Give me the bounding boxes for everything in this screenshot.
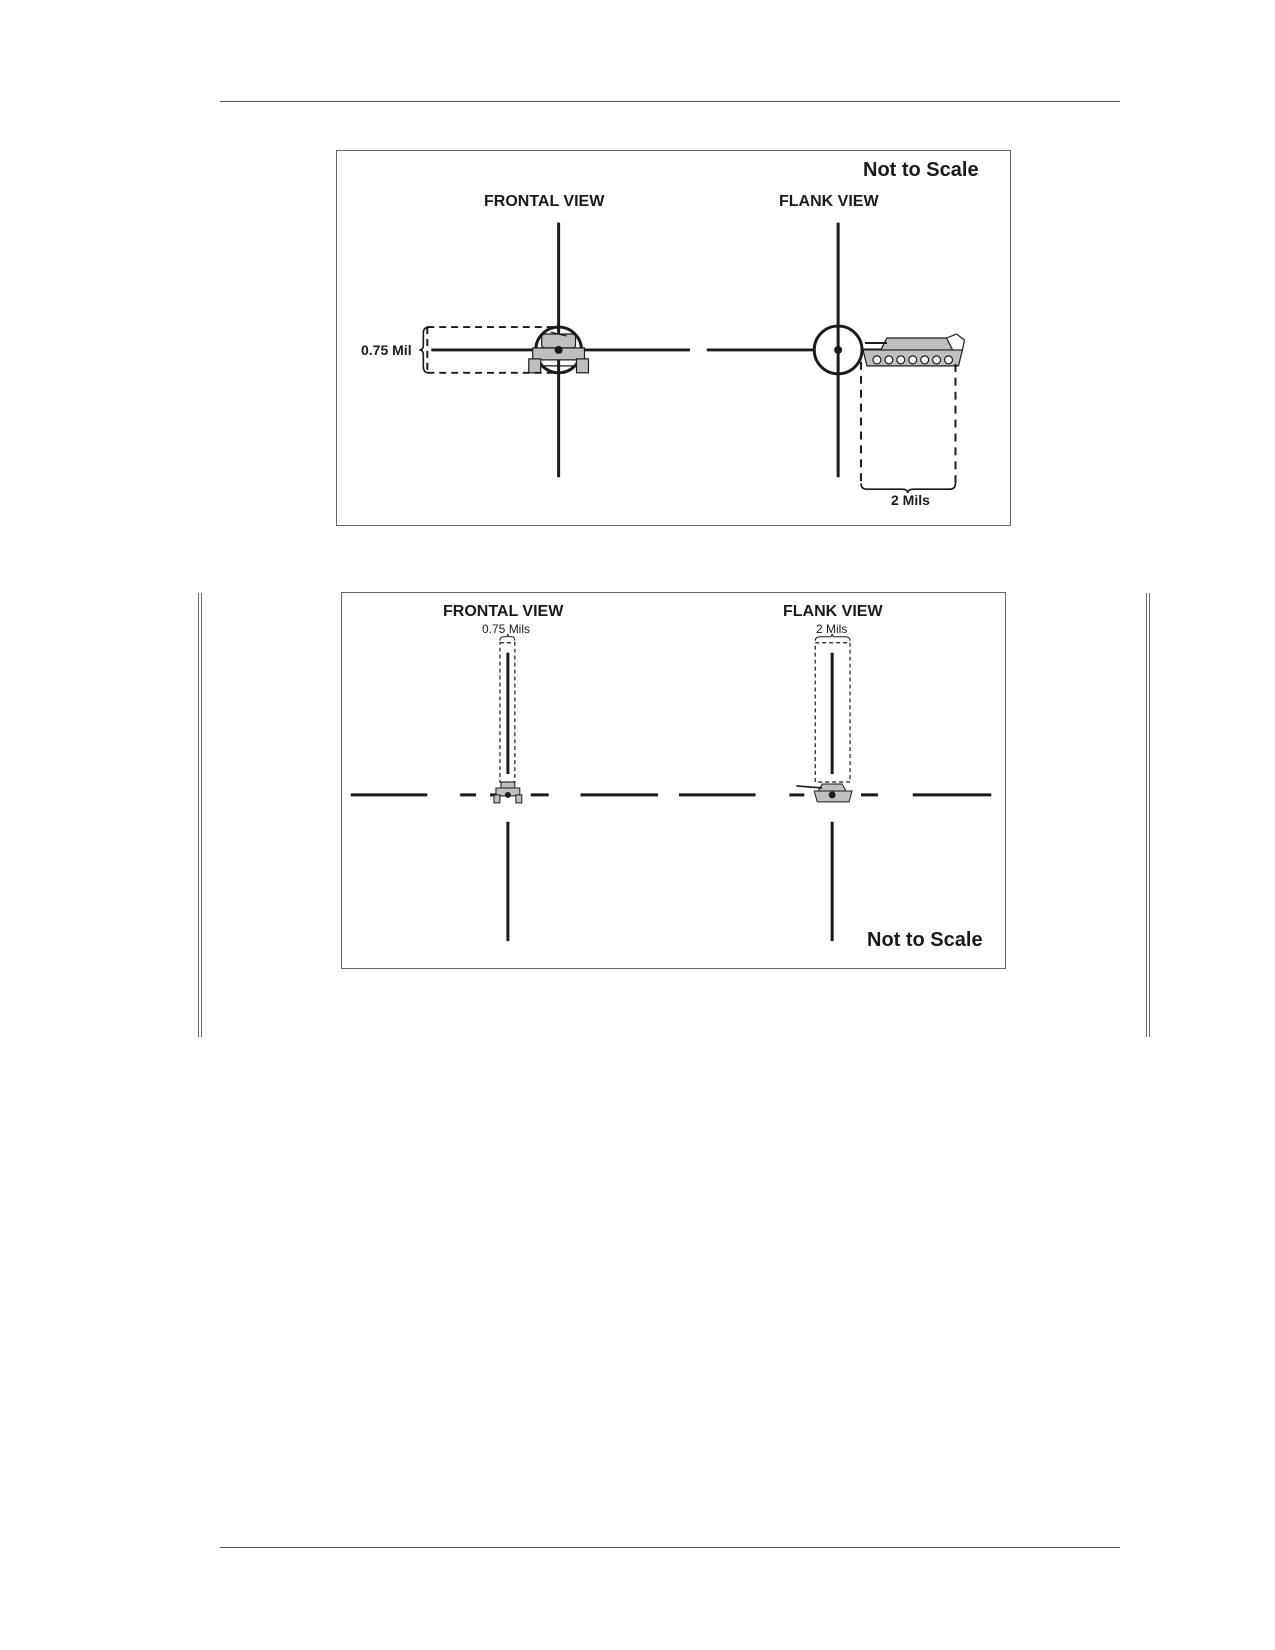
- reticle-diagram-bottom: [350, 633, 992, 942]
- tank-flank-icon: [796, 783, 853, 803]
- reticle-figure-bottom: FRONTAL VIEW 0.75 Mils FLANK VIEW 2 Mils…: [341, 592, 1006, 969]
- tank-flank-icon: [862, 333, 966, 367]
- flank-view-title: FLANK VIEW: [779, 193, 879, 210]
- frontal-aim-dot: [554, 345, 563, 354]
- header-rule: [220, 101, 1120, 102]
- scale-note: Not to Scale: [867, 929, 983, 951]
- flank-aim-dot: [834, 345, 843, 354]
- frontal-aim-dot: [504, 791, 511, 798]
- flank-measure-label: 2 Mils: [891, 492, 930, 508]
- change-bar-right: [1146, 593, 1150, 1037]
- frontal-view-title: FRONTAL VIEW: [484, 193, 605, 210]
- reticle-figure-top: Not to Scale FRONTAL VIEW FLANK VIEW 0.7…: [336, 150, 1011, 526]
- change-bar-left: [198, 593, 202, 1037]
- frontal-measure-bracket: [426, 326, 559, 374]
- flank-view-title: FLANK VIEW: [783, 603, 883, 620]
- flank-measure-label: 2 Mils: [816, 622, 848, 636]
- flank-measure-bracket: [860, 361, 957, 484]
- flank-measure-brace: [860, 483, 957, 494]
- scale-note: Not to Scale: [863, 159, 979, 181]
- frontal-measure-label: 0.75 Mils: [482, 622, 531, 636]
- footer-rule: [220, 1547, 1120, 1548]
- reticle-diagram-top: [419, 222, 966, 494]
- flank-aim-dot: [828, 791, 836, 799]
- frontal-measure-brace: [419, 326, 430, 374]
- frontal-measure-label: 0.75 Mil: [361, 342, 412, 358]
- frontal-view-title: FRONTAL VIEW: [443, 603, 564, 620]
